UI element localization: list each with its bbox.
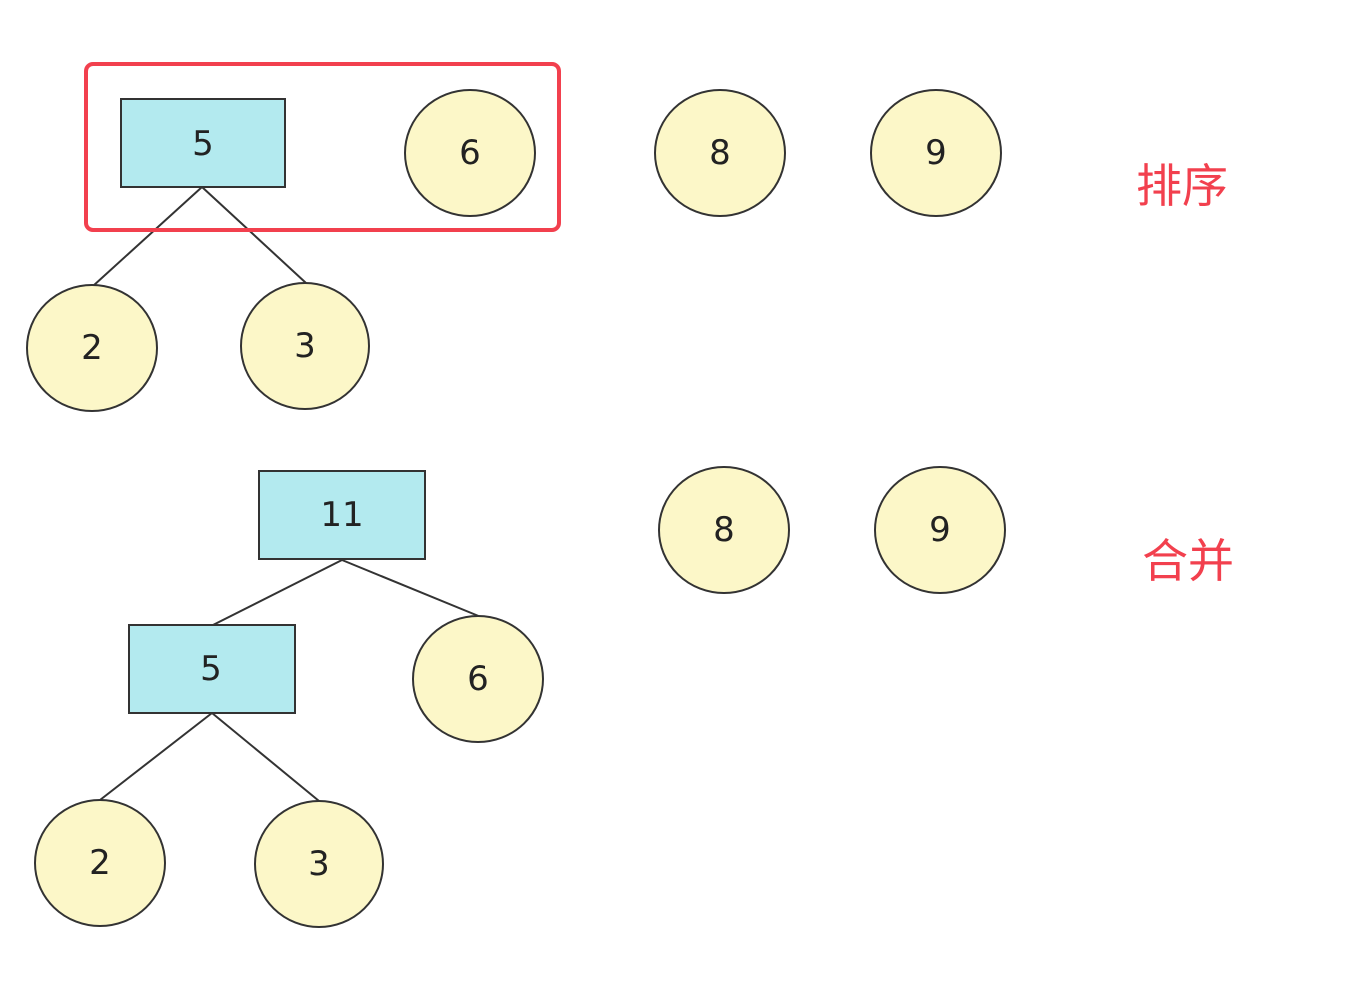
step-sort: 5 6 8 9 2 3 排序 [26, 62, 1228, 412]
node-label: 6 [467, 659, 489, 699]
node-label: 9 [925, 133, 947, 173]
internal-node-11: 11 [258, 470, 426, 560]
edge-11-5 [212, 559, 343, 626]
step-merge: 11 5 6 8 9 2 3 合并 [34, 466, 1234, 928]
edge-5-3 [201, 186, 307, 284]
leaf-node-2: 2 [26, 284, 158, 412]
leaf-node-9: 9 [874, 466, 1006, 594]
step-label-sort: 排序 [1136, 159, 1228, 213]
internal-node-5: 5 [120, 98, 286, 188]
node-label: 3 [294, 326, 316, 366]
node-label: 6 [459, 133, 481, 173]
leaf-node-6: 6 [412, 615, 544, 743]
node-label: 3 [308, 844, 330, 884]
leaf-node-6: 6 [404, 89, 536, 217]
leaf-node-3: 3 [240, 282, 370, 410]
node-label: 2 [81, 328, 103, 368]
leaf-node-8: 8 [658, 466, 790, 594]
node-label: 5 [192, 124, 214, 164]
node-label: 11 [320, 495, 363, 535]
leaf-node-3: 3 [254, 800, 384, 928]
edge-5-2 [92, 186, 203, 287]
leaf-node-8: 8 [654, 89, 786, 217]
internal-node-5: 5 [128, 624, 296, 714]
node-label: 2 [89, 843, 111, 883]
leaf-node-2: 2 [34, 799, 166, 927]
leaf-node-9: 9 [870, 89, 1002, 217]
edge-5-2 [99, 712, 213, 801]
step-label-merge: 合并 [1142, 534, 1234, 588]
edge-5-3 [211, 712, 320, 802]
node-label: 5 [200, 649, 222, 689]
selected-pair-highlight [84, 62, 561, 232]
node-label: 8 [709, 133, 731, 173]
edge-11-6 [341, 559, 482, 618]
node-label: 9 [929, 510, 951, 550]
node-label: 8 [713, 510, 735, 550]
